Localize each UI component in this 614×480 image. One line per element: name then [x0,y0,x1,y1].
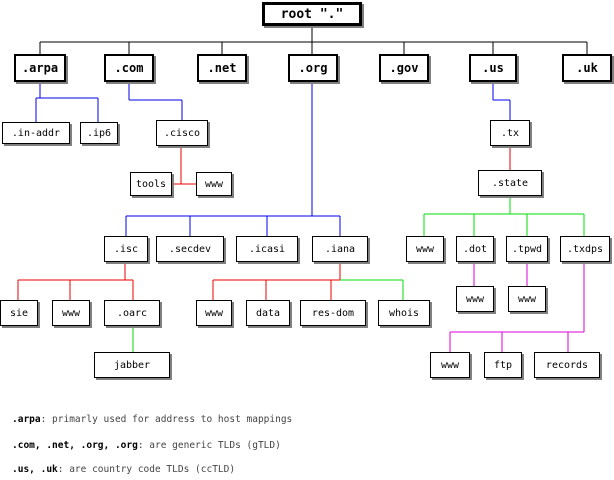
node-tools: tools [130,172,172,196]
legend-text: : are generic TLDs (gTLD) [137,440,281,451]
edges-root [39,26,588,54]
node-isc-www: www [52,300,90,326]
tld-arpa: .arpa [14,54,66,82]
node-res-dom: res-dom [300,300,366,326]
edges-blue [35,82,511,236]
legend-text: : are country code TLDs (ccTLD) [57,464,236,475]
node-cisco-www: www [196,172,232,196]
root-node: root "." [262,2,362,26]
tld-com: .com [104,54,154,82]
edges-magenta [449,262,585,352]
tld-gov: .gov [379,54,429,82]
node-tpwd-www: www [508,286,546,312]
node-in-addr: .in-addr [2,122,70,144]
legend-text: : primarly used for address to host mapp… [40,414,293,425]
node-txdps-www: www [430,352,470,378]
node-tx: .tx [490,120,530,146]
node-cisco: .cisco [156,120,208,146]
node-ftp: ftp [484,352,522,378]
tld-uk: .uk [562,54,612,82]
tld-us: .us [469,54,517,82]
node-data: data [246,300,290,326]
legend-key: .com, .net, .org, .org [12,440,138,451]
node-txdps: .txdps [560,236,610,262]
edges-green [132,196,585,352]
node-dot-www: www [456,286,494,312]
node-tpwd: .tpwd [506,236,548,262]
legend-cctld: .us, .uk: are country code TLDs (ccTLD) [12,464,235,475]
edges-red-iana [212,279,340,300]
node-dot: .dot [456,236,494,262]
node-jabber: jabber [94,352,170,378]
node-oarc: .oarc [104,300,160,326]
tld-net: .net [197,54,247,82]
node-iana: .iana [312,236,368,262]
tld-org: .org [288,54,338,82]
node-records: records [534,352,600,378]
node-iana-www: www [196,300,232,326]
node-whois: whois [378,300,430,326]
legend-key: .us, .uk [12,464,58,475]
legend-key: .arpa [12,414,41,425]
edges-red [17,146,511,300]
node-state-www: www [406,236,444,262]
node-icasi: .icasi [236,236,298,262]
node-isc: .isc [104,236,148,262]
legend-arpa: .arpa: primarly used for address to host… [12,414,292,425]
node-sie: sie [0,300,38,326]
node-ip6: .ip6 [80,122,118,144]
node-secdev: .secdev [156,236,224,262]
node-state: .state [478,170,542,196]
legend-gtld: .com, .net, .org, .org: are generic TLDs… [12,440,281,451]
